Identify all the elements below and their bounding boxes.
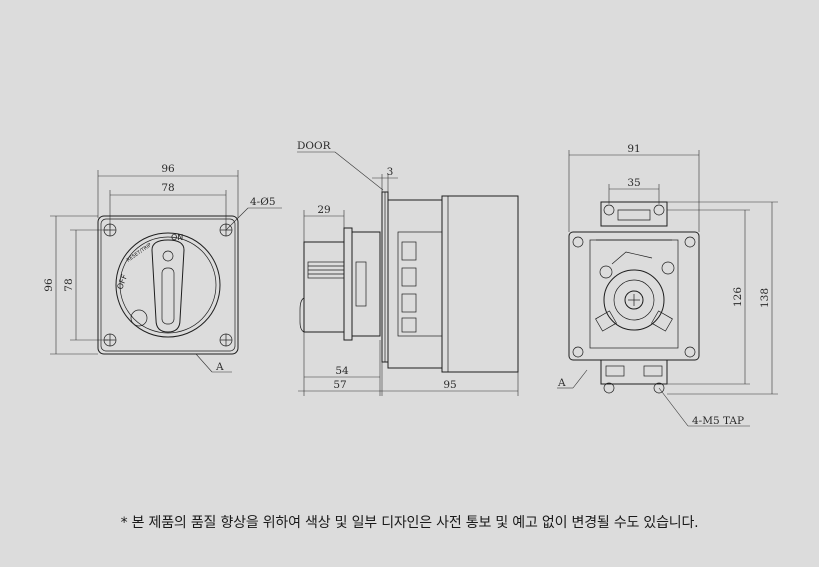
hole-callout: 4-Ø5: [250, 196, 276, 208]
handle-on-label: ON: [171, 233, 183, 242]
front-width-96: 96: [161, 163, 175, 175]
tap-callout: 4-M5 TAP: [692, 415, 744, 427]
rear-view-ref: A: [557, 377, 566, 389]
technical-drawing: 96 78 96 78 4-Ø5: [43, 140, 778, 427]
rear-height-138: 138: [759, 288, 771, 308]
side-depth-57: 57: [333, 379, 346, 391]
handle-off-label: OFF: [115, 273, 129, 291]
side-view: DOOR 3 29: [297, 140, 519, 396]
door-thickness: 3: [387, 166, 394, 178]
front-view: 96 78 96 78 4-Ø5: [43, 163, 282, 373]
rear-width-91: 91: [627, 143, 640, 155]
disclaimer-note: * 본 제품의 품질 향상을 위하여 색상 및 일부 디자인은 사전 통보 및 …: [120, 515, 699, 531]
rear-height-126: 126: [732, 287, 744, 307]
front-view-ref: A: [215, 361, 224, 373]
door-label: DOOR: [297, 140, 332, 152]
rear-view: 91 35: [557, 143, 778, 427]
side-depth-54: 54: [335, 365, 349, 377]
mounting-holes: [103, 223, 233, 347]
front-width-78: 78: [161, 182, 174, 194]
knob-depth: 29: [317, 204, 330, 216]
front-height-78: 78: [63, 278, 75, 291]
side-depth-95: 95: [443, 379, 456, 391]
front-height-96: 96: [43, 278, 55, 292]
rear-width-35: 35: [627, 177, 640, 189]
handle-reset-label: RESET/TRIP: [126, 242, 153, 263]
